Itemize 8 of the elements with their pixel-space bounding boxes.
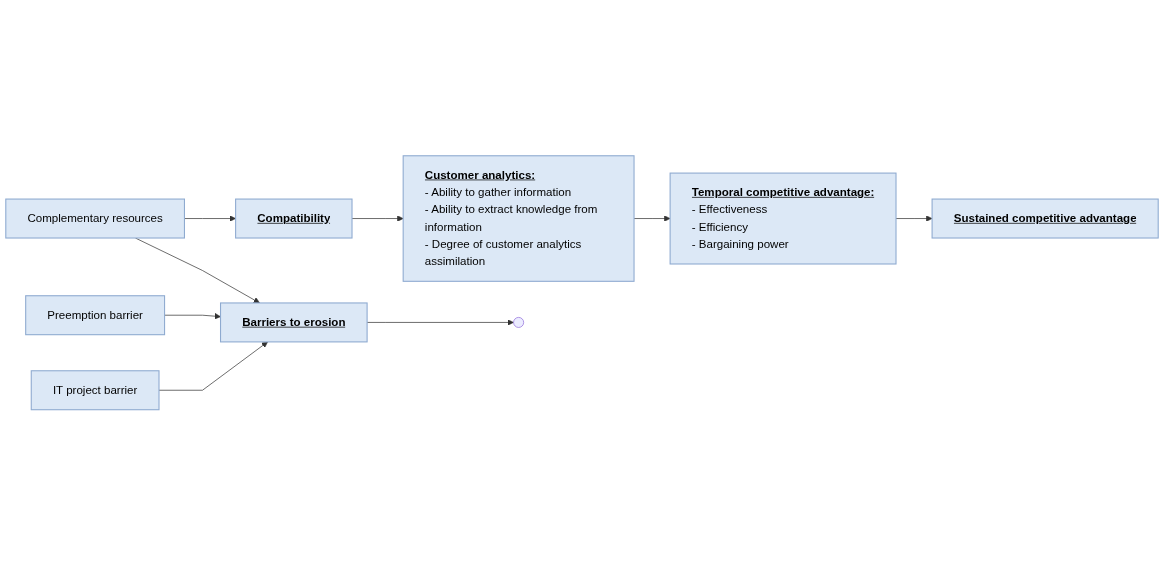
node-box: Complementary resources [5,198,185,239]
node-box: Barriers to erosion [220,302,368,343]
node-box: Temporal competitive advantage: - Effectiveness - Efficiency - Bargaining power [669,172,897,265]
node-box: Customer analytics: - Ability to gather information - Ability to extract knowledge from information - Degree of customer analytics assimilation [402,155,635,283]
node-box: Compatibility [235,198,353,239]
node-box: IT project barrier [30,370,160,411]
node-box: Sustained competitive advantage [931,198,1159,239]
node-box: Preemption barrier [25,295,166,336]
